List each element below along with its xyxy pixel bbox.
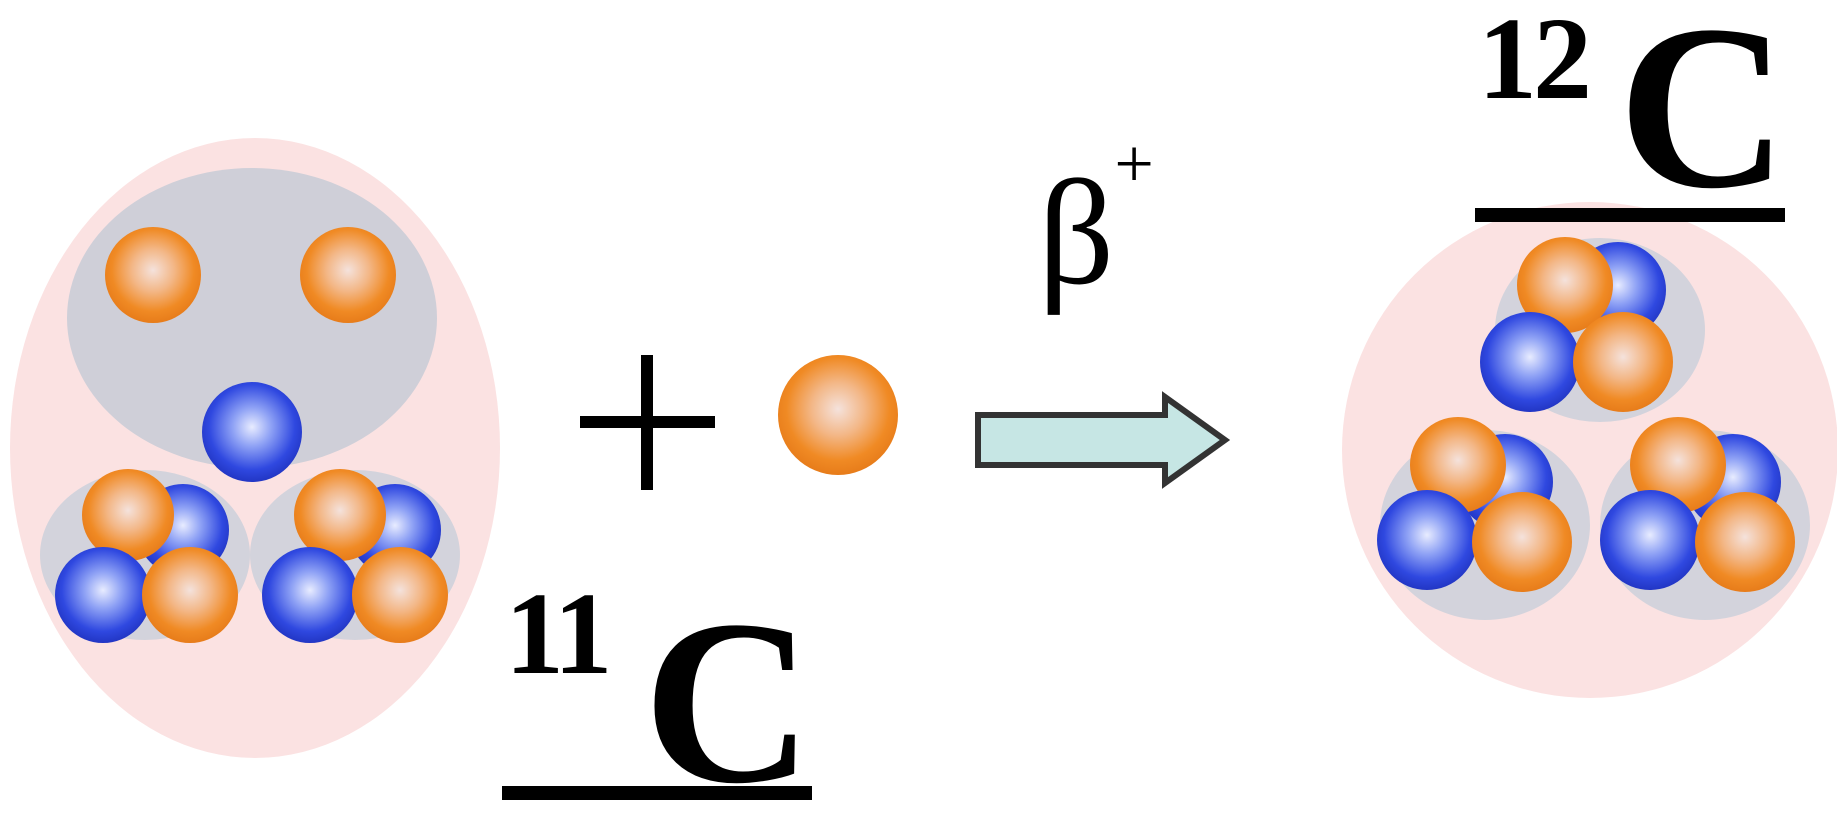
neutron <box>262 547 358 643</box>
element-symbol: C <box>1618 0 1788 237</box>
beta-plus-label: β+ <box>1038 130 1154 309</box>
incoming-proton <box>778 355 898 475</box>
proton <box>1472 492 1572 592</box>
neutron <box>1600 490 1700 590</box>
proton <box>352 547 448 643</box>
neutron <box>1377 490 1477 590</box>
beta-charge: + <box>1114 126 1154 203</box>
reaction-arrow <box>975 391 1231 489</box>
carbon-12-underline <box>1475 208 1785 222</box>
proton <box>300 227 396 323</box>
proton <box>1695 492 1795 592</box>
proton <box>105 227 201 323</box>
nuclear-reaction-diagram <box>10 138 1837 758</box>
neutron <box>55 547 151 643</box>
mass-number: 12 <box>1478 0 1592 124</box>
carbon-11-underline <box>502 786 812 800</box>
plus-sign <box>580 355 715 490</box>
proton <box>1630 417 1726 513</box>
mass-number: 11 <box>505 568 612 699</box>
proton <box>82 469 174 561</box>
proton <box>294 469 386 561</box>
neutron <box>1480 312 1580 412</box>
element-symbol: C <box>643 572 813 832</box>
neutron <box>202 382 302 482</box>
proton <box>1573 312 1673 412</box>
proton <box>1410 417 1506 513</box>
proton <box>1517 237 1613 333</box>
beta-symbol: β <box>1038 150 1115 316</box>
proton <box>142 547 238 643</box>
carbon-11-nucleus <box>10 138 500 758</box>
carbon-12-nucleus <box>1342 202 1837 698</box>
